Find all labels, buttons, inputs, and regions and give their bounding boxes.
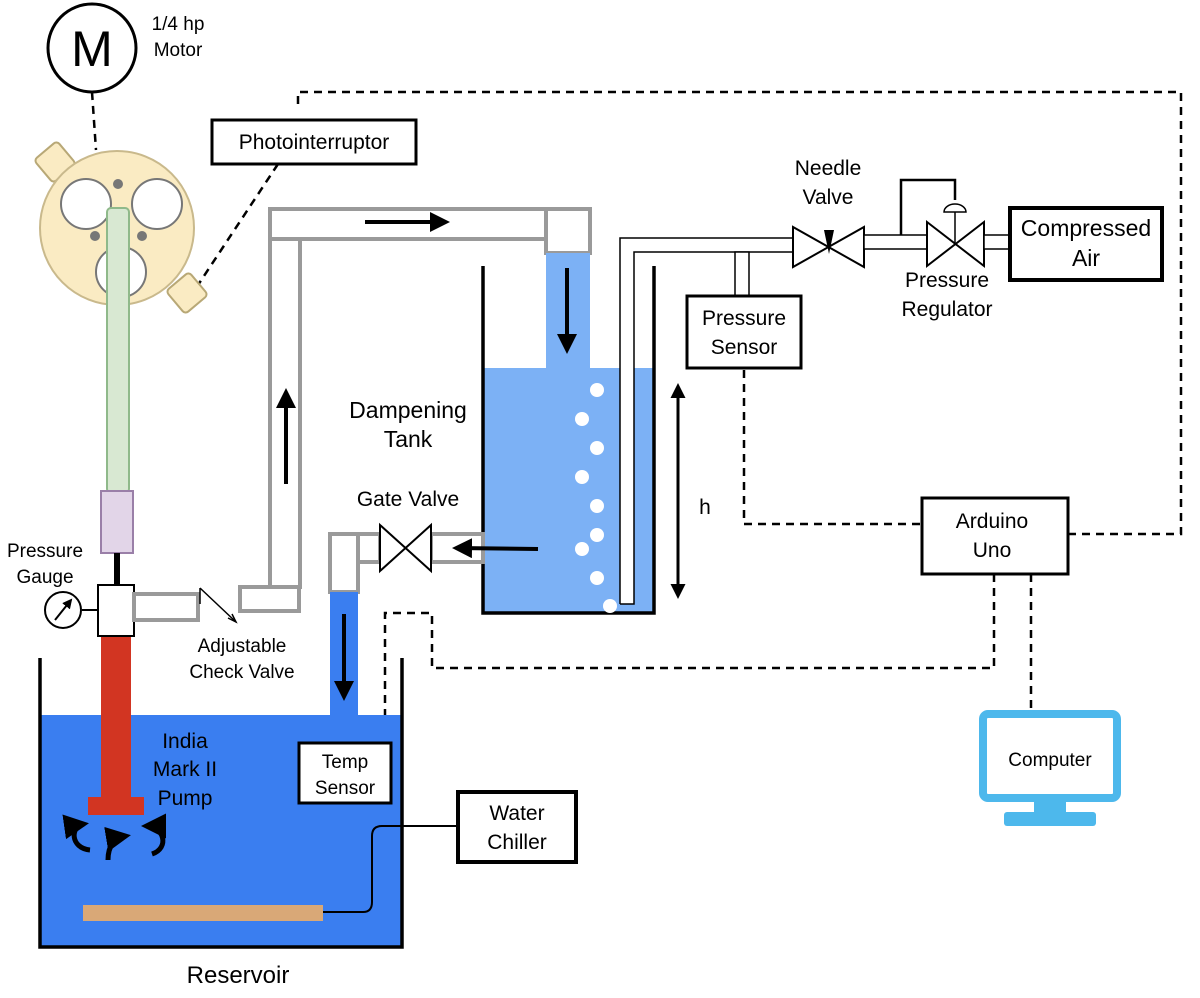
dampening-tank [481,266,656,615]
water-chiller-box [456,790,578,864]
computer-icon [979,710,1121,826]
pressure-sensor-label-line1: Pressure [702,307,786,330]
pressure-gauge-icon [44,591,82,629]
pressure-regulator-icon [899,178,985,269]
pump-label-line3: Pump [158,787,213,810]
motor-label-line1: 1/4 hp [152,14,205,35]
rod-coupler [100,490,134,554]
pressure-gauge-label-line2: Gauge [16,567,73,588]
reservoir-tank [38,658,404,949]
motor-symbol: M [71,21,113,77]
pump-rod [106,207,130,494]
arduino-label-line2: Uno [973,539,1012,562]
check-valve-label-line2: Check Valve [189,662,294,683]
check-valve-icon [199,587,238,624]
photointerruptor-label: Photointerruptor [239,131,390,154]
suction-swirl-arrows [62,813,167,861]
temp-sensor-label-line2: Sensor [315,778,376,799]
needle-valve-icon [792,225,865,269]
riser-elbow [238,585,301,613]
pressure-regulator-label-line2: Regulator [901,298,992,321]
temp-sensor-label-line1: Temp [322,752,368,773]
compressed-air-label-line2: Air [1072,245,1100,271]
gate-valve-label: Gate Valve [357,488,459,511]
outlet-pipe [132,592,200,622]
chiller-coil [83,905,323,921]
gate-valve-elbow [328,532,360,594]
compressed-air-box [1008,206,1164,282]
gate-valve-pipe-left [356,532,382,564]
pump-label-line1: India [162,730,208,753]
pump-foot [88,797,144,815]
pressure-sensor-tap [734,251,750,297]
pump-head [97,584,135,637]
air-line-mid [863,234,928,250]
water-chiller-label-line1: Water [489,802,544,825]
water-chiller-label-line2: Chiller [487,831,547,854]
tank-inlet-pipe [544,207,592,255]
compressed-air-label-line1: Compressed [1021,215,1151,241]
temp-sensor-box [297,741,393,805]
flow-arrow-left [452,538,539,559]
motor-label-line2: Motor [154,40,203,61]
photointerruptor-box [210,118,418,166]
gate-valve-icon [379,522,432,574]
needle-valve-label-line1: Needle [795,157,862,180]
dampening-tank-label-line1: Dampening [349,397,467,423]
pressure-regulator-label-line1: Pressure [905,269,989,292]
signal-wires [90,90,1183,718]
dampening-tank-label-line2: Tank [384,426,433,452]
arduino-label-line1: Arduino [956,510,1028,533]
pressure-sensor-box [685,294,803,370]
computer-label: Computer [1008,750,1092,771]
pump-cylinder [101,636,131,800]
air-line-supply [983,234,1011,250]
pressure-gauge-label-line1: Pressure [7,541,83,562]
pump-label-line2: Mark II [153,758,217,781]
height-label: h [699,496,711,519]
motor: M [46,2,138,94]
reservoir-label: Reservoir [187,962,290,989]
pressure-sensor-label-line2: Sensor [711,336,778,359]
needle-valve-label-line2: Valve [803,186,854,209]
air-bubbles [575,383,617,613]
check-valve-label-line1: Adjustable [198,636,287,657]
arduino-box [920,496,1070,576]
chiller-line [323,825,458,913]
